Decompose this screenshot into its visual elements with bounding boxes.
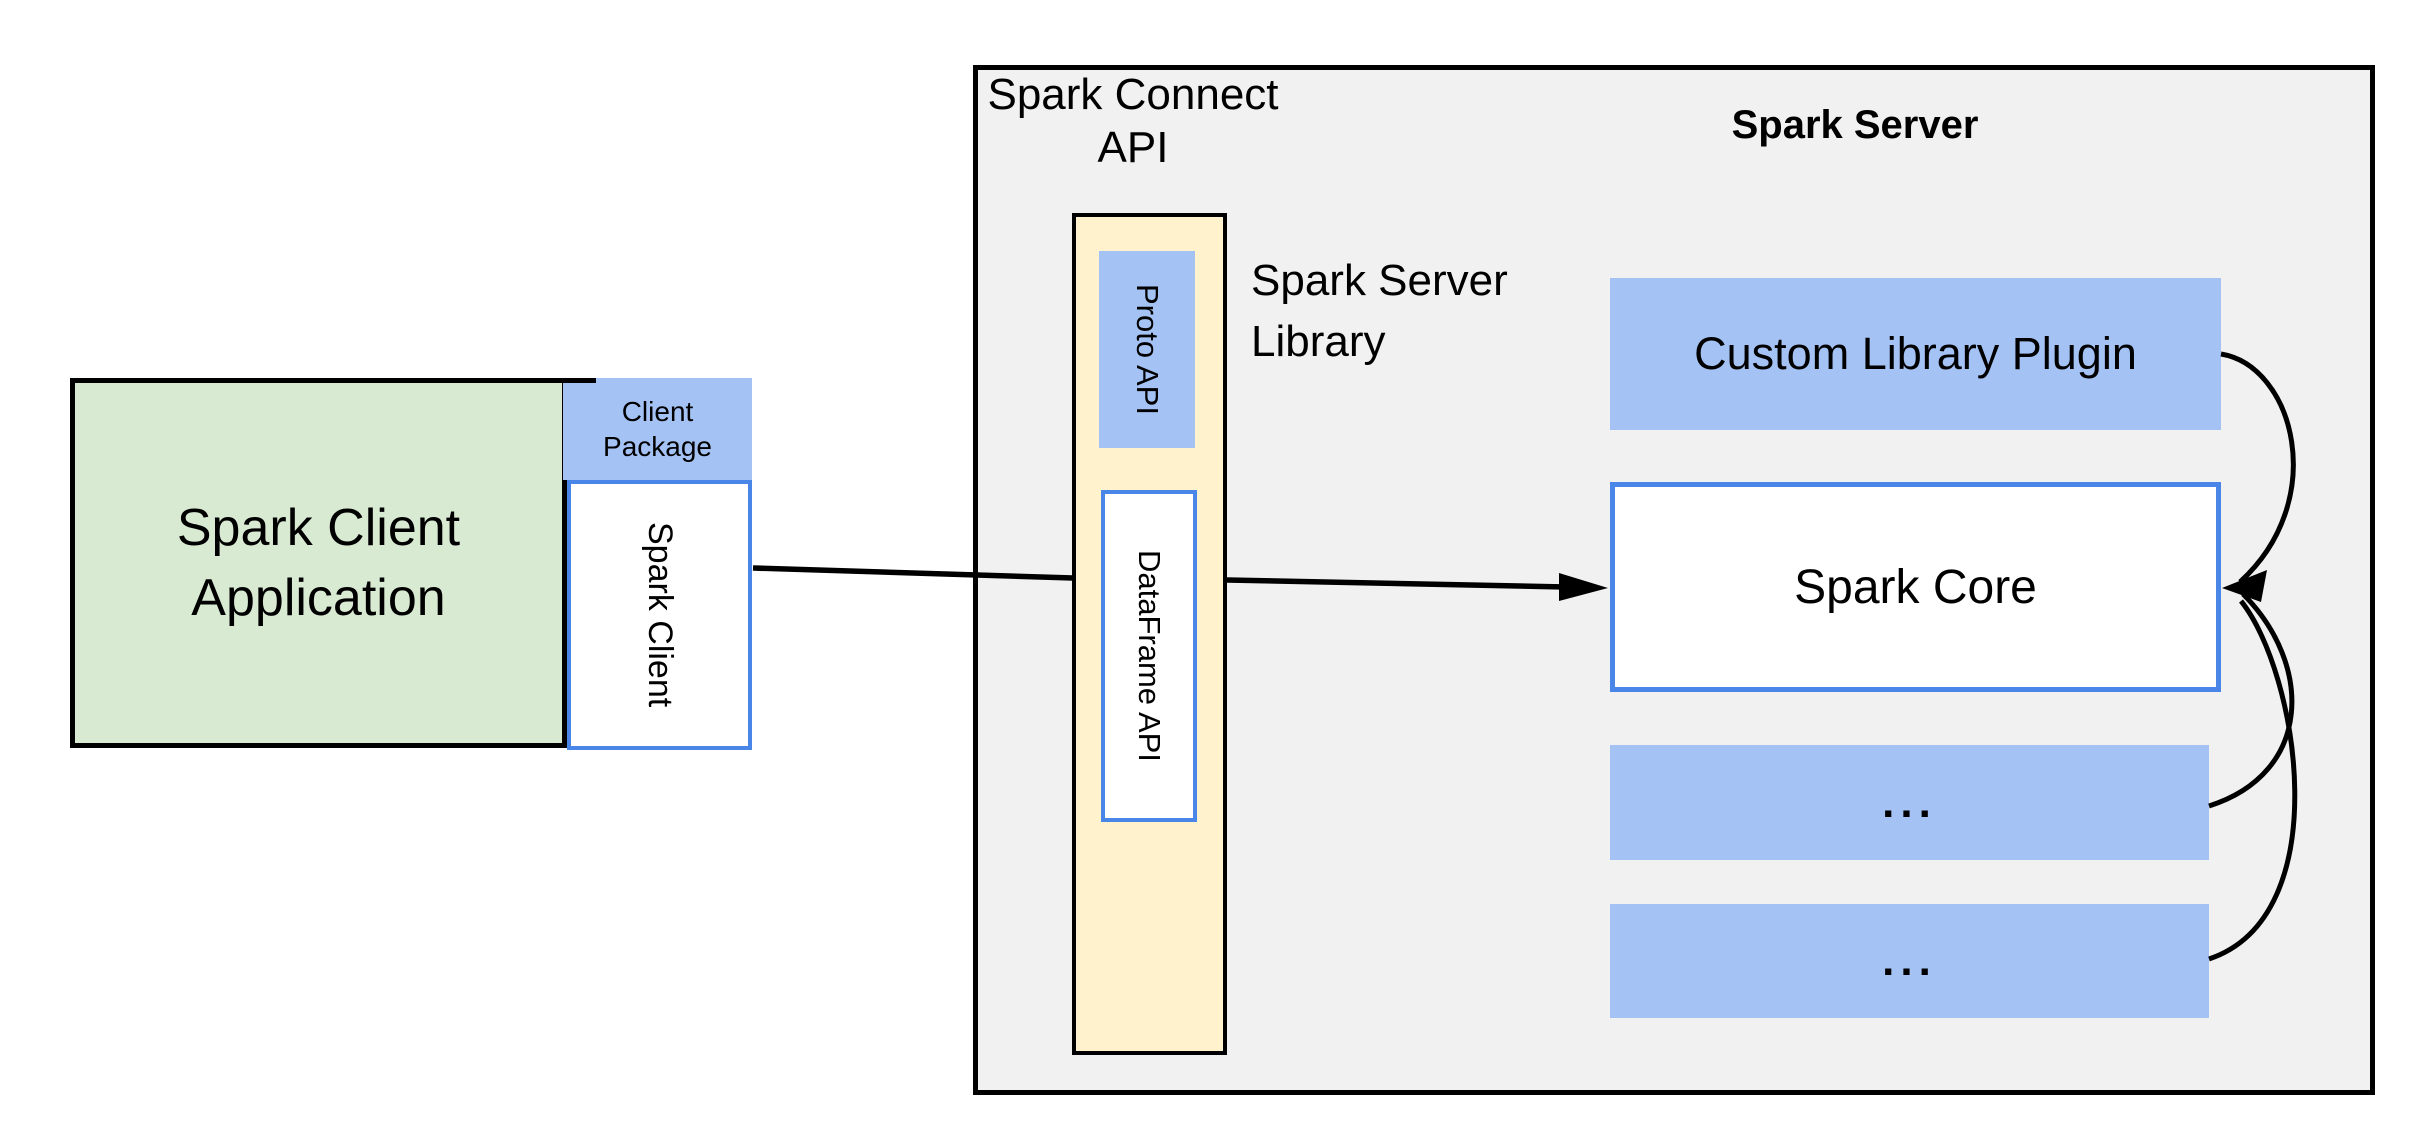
client-application-line1: Spark Client	[176, 499, 461, 557]
spark-client-label: Spark Client	[641, 522, 679, 708]
spark-server-library-line2: Library	[1251, 317, 1386, 366]
plugin-slot-2-box: ...	[1610, 904, 2209, 1018]
spark-server-title: Spark Server	[1731, 103, 1979, 147]
custom-library-plugin-box: Custom Library Plugin	[1610, 278, 2221, 430]
spark-server-library-label: Spark Server Library	[1251, 250, 1681, 372]
dataframe-api-box: DataFrame API	[1101, 490, 1197, 822]
spark-connect-api-line1: Spark Connect	[987, 70, 1279, 119]
client-package-box: Client Package	[563, 378, 752, 480]
spark-core-box: Spark Core	[1610, 482, 2221, 692]
plugin-slot-1-label: ...	[1882, 777, 1937, 827]
client-application-line2: Application	[191, 569, 446, 627]
proto-api-label: Proto API	[1130, 284, 1165, 415]
client-application-box: Spark Client Application	[70, 378, 567, 748]
spark-connect-api-label: Spark Connect API	[983, 68, 1283, 174]
spark-core-label: Spark Core	[1794, 560, 2037, 614]
plugin-slot-2-label: ...	[1882, 936, 1937, 985]
client-package-line2: Package	[603, 431, 712, 462]
spark-connect-api-line2: API	[1097, 123, 1169, 172]
custom-library-plugin-label: Custom Library Plugin	[1694, 328, 2137, 379]
spark-client-box: Spark Client	[567, 480, 752, 750]
plugin-slot-1-box: ...	[1610, 745, 2209, 860]
proto-api-box: Proto API	[1099, 251, 1195, 448]
spark-server-library-line1: Spark Server	[1251, 256, 1508, 305]
client-package-line1: Client	[621, 396, 694, 427]
dataframe-api-label: DataFrame API	[1132, 550, 1167, 762]
